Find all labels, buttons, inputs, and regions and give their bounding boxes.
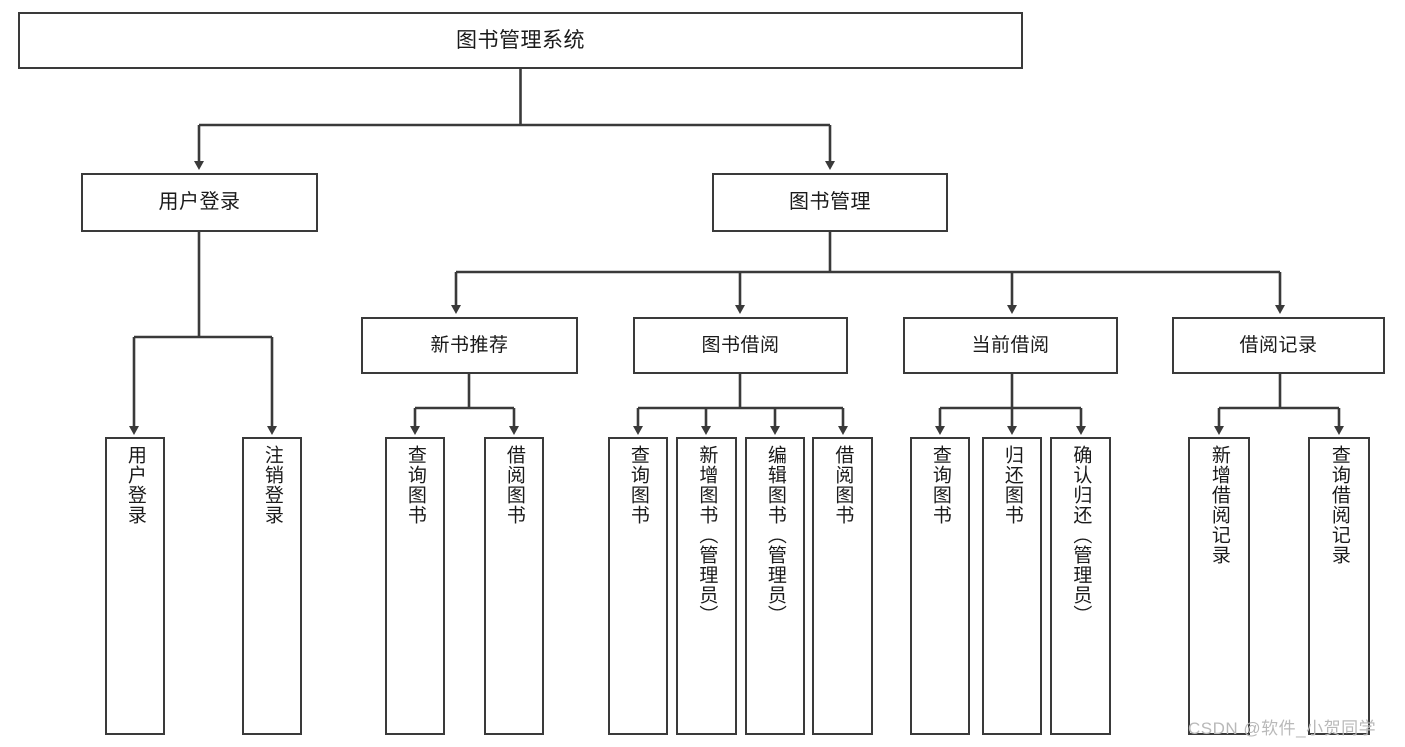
node-leaf-user-login[interactable]: 用户登录 [105,437,165,735]
node-root[interactable]: 图书管理系统 [18,12,1023,69]
node-leaf-query-book-current[interactable]: 查询图书 [910,437,970,735]
node-level2-book-borrow[interactable]: 图书借阅 [633,317,848,374]
node-leaf-query-book-current-label: 查询图书 [929,445,951,525]
node-leaf-query-book-newbook-label: 查询图书 [404,445,426,525]
node-leaf-query-book-borrow[interactable]: 查询图书 [608,437,668,735]
node-leaf-edit-book-admin-label: 编辑图书（管理员） [764,445,786,625]
node-root-label: 图书管理系统 [456,28,585,52]
node-leaf-confirm-return-admin[interactable]: 确认归还（管理员） [1050,437,1111,735]
node-leaf-borrow-book-newbook-label: 借阅图书 [503,445,525,525]
node-level2-current-borrow[interactable]: 当前借阅 [903,317,1118,374]
node-leaf-add-book-admin-label: 新增图书（管理员） [696,445,718,625]
node-leaf-return-book-label: 归还图书 [1001,445,1023,525]
node-level2-borrow-record[interactable]: 借阅记录 [1172,317,1385,374]
watermark: CSDN @软件_小贺同学 [1188,719,1377,738]
node-level2-new-book-recommend-label: 新书推荐 [430,334,509,356]
node-level1-book-management-label: 图书管理 [789,191,871,214]
node-level2-current-borrow-label: 当前借阅 [971,334,1050,356]
node-leaf-user-login-label: 用户登录 [124,445,146,525]
node-level1-book-management[interactable]: 图书管理 [712,173,948,232]
node-level2-new-book-recommend[interactable]: 新书推荐 [361,317,578,374]
node-leaf-query-book-borrow-label: 查询图书 [627,445,649,525]
node-level2-borrow-record-label: 借阅记录 [1239,334,1318,356]
node-leaf-query-book-newbook[interactable]: 查询图书 [385,437,445,735]
node-leaf-query-borrow-record[interactable]: 查询借阅记录 [1308,437,1370,735]
node-level1-user-login-label: 用户登录 [158,191,241,214]
node-leaf-borrow-book-newbook[interactable]: 借阅图书 [484,437,544,735]
node-leaf-confirm-return-admin-label: 确认归还（管理员） [1070,445,1092,625]
node-leaf-borrow-book-label: 借阅图书 [832,445,854,525]
node-level1-user-login[interactable]: 用户登录 [81,173,318,232]
node-leaf-edit-book-admin[interactable]: 编辑图书（管理员） [745,437,805,735]
node-level2-book-borrow-label: 图书借阅 [701,334,780,356]
node-leaf-add-borrow-record-label: 新增借阅记录 [1208,445,1230,565]
node-leaf-borrow-book[interactable]: 借阅图书 [812,437,873,735]
node-leaf-query-borrow-record-label: 查询借阅记录 [1328,445,1350,565]
node-leaf-logout-label: 注销登录 [261,445,283,525]
node-leaf-return-book[interactable]: 归还图书 [982,437,1042,735]
node-leaf-add-book-admin[interactable]: 新增图书（管理员） [676,437,737,735]
node-leaf-add-borrow-record[interactable]: 新增借阅记录 [1188,437,1250,735]
node-leaf-logout[interactable]: 注销登录 [242,437,302,735]
